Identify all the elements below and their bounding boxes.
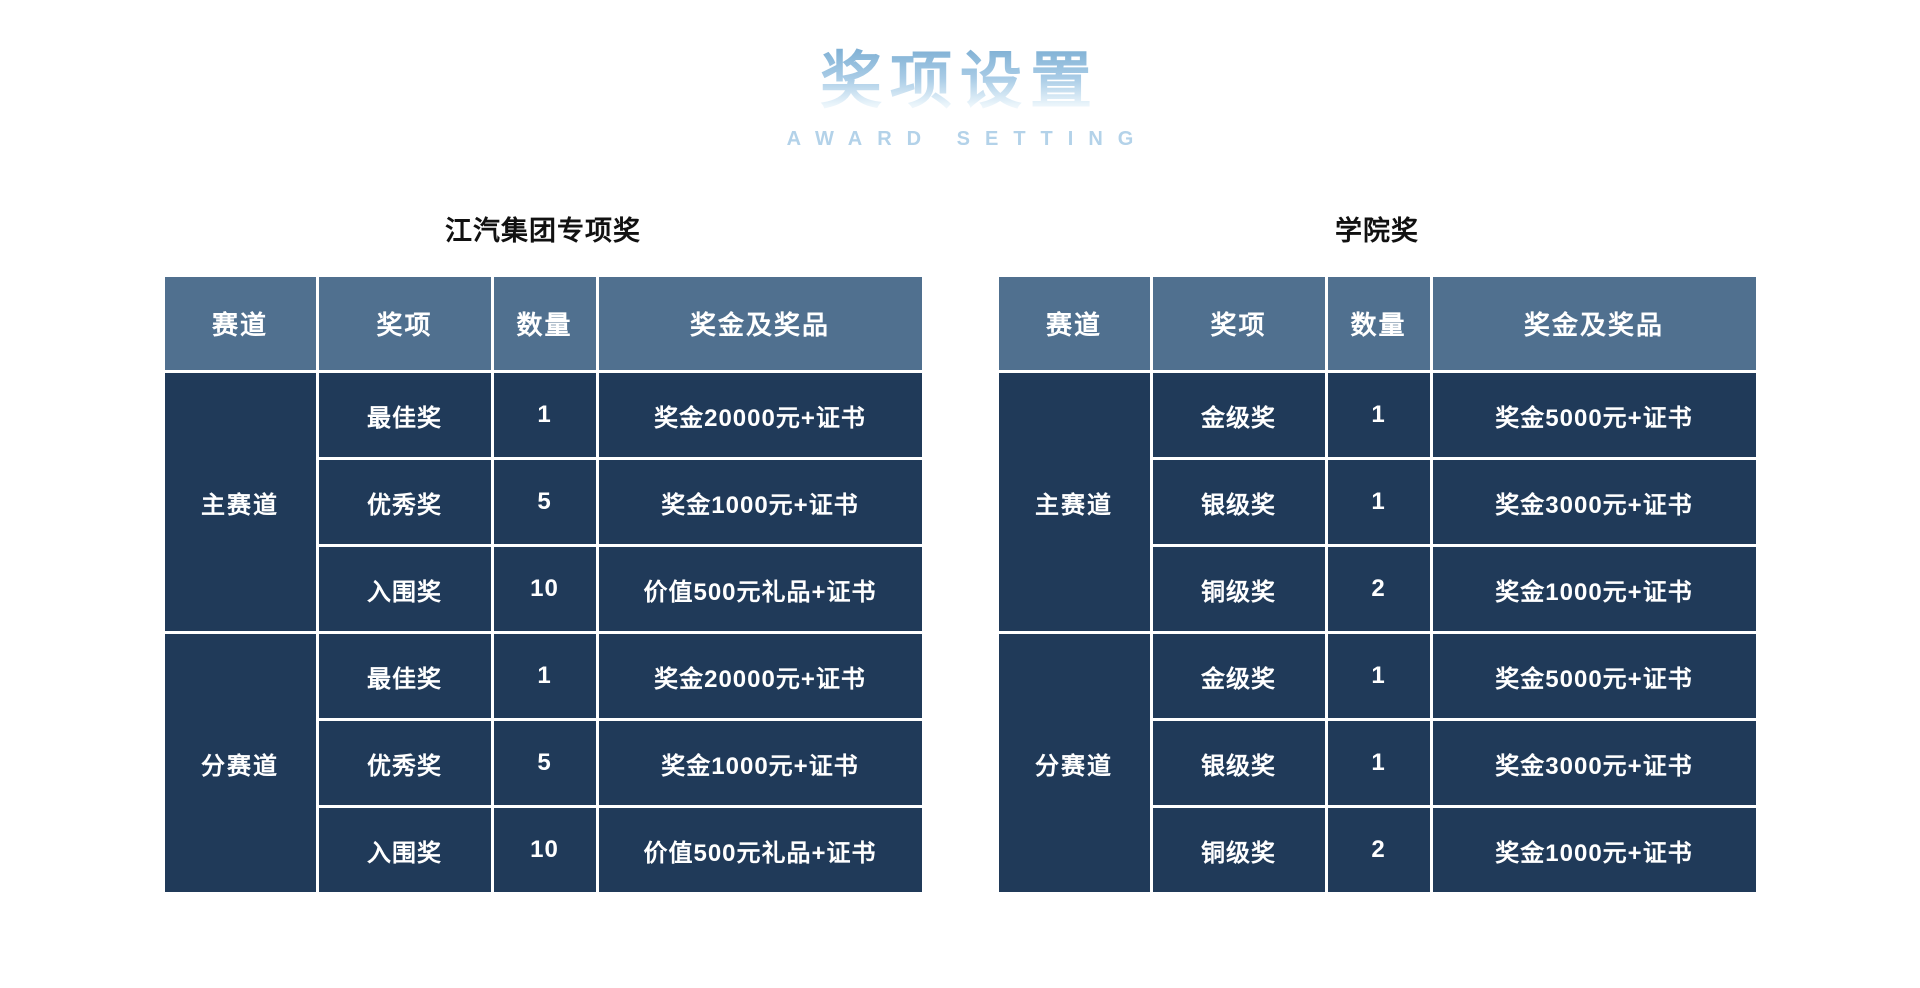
qty-cell: 5 <box>490 457 599 548</box>
track-cell: 分赛道 <box>995 631 1153 896</box>
track-cell: 主赛道 <box>161 370 319 635</box>
table-header: 赛道 奖项 数量 奖金及奖品 <box>161 274 925 374</box>
prize-cell: 价值500元礼品+证书 <box>595 805 925 896</box>
qty-cell: 2 <box>1324 544 1433 635</box>
qty-cell: 1 <box>1324 631 1433 722</box>
qty-cell: 1 <box>490 631 599 722</box>
header-cell-track: 赛道 <box>995 274 1153 374</box>
qty-cell: 1 <box>1324 718 1433 809</box>
table-row: 铜级奖 2 奖金1000元+证书 <box>997 805 1759 896</box>
header-cell-track: 赛道 <box>161 274 319 374</box>
track-cell: 主赛道 <box>995 370 1153 635</box>
prize-cell: 奖金20000元+证书 <box>595 631 925 722</box>
table-row: 入围奖 10 价值500元礼品+证书 <box>163 805 925 896</box>
academy-award-table: 赛道 奖项 数量 奖金及奖品 主赛道 金级奖 1 奖金5000元+证书 银级奖 <box>995 274 1759 896</box>
award-cell: 优秀奖 <box>315 718 494 809</box>
qty-cell: 10 <box>490 805 599 896</box>
table-title-special-award: 江汽集团专项奖 <box>445 216 641 247</box>
award-tables-row: 江汽集团专项奖 赛道 奖项 数量 奖金及奖品 <box>161 209 1759 896</box>
section-title-block: 奖项设置 AWARD SETTING <box>772 47 1149 151</box>
qty-cell: 10 <box>490 544 599 635</box>
table-body: 主赛道 金级奖 1 奖金5000元+证书 银级奖 1 奖金3000元+证书 铜级… <box>995 370 1759 896</box>
table-row: 铜级奖 2 奖金1000元+证书 <box>997 544 1759 635</box>
prize-cell: 奖金3000元+证书 <box>1429 718 1759 809</box>
header-cell-prize: 奖金及奖品 <box>595 274 925 374</box>
header-cell-qty: 数量 <box>490 274 599 374</box>
qty-cell: 1 <box>490 370 599 461</box>
prize-cell: 奖金3000元+证书 <box>1429 457 1759 548</box>
qty-cell: 1 <box>1324 370 1433 461</box>
prize-cell: 奖金5000元+证书 <box>1429 631 1759 722</box>
award-cell: 入围奖 <box>315 544 494 635</box>
qty-cell: 5 <box>490 718 599 809</box>
table-row: 主赛道 金级奖 1 奖金5000元+证书 <box>995 370 1759 635</box>
prize-cell: 奖金1000元+证书 <box>1429 805 1759 896</box>
award-cell: 银级奖 <box>1149 718 1328 809</box>
page-title-en: AWARD SETTING <box>786 128 1149 151</box>
academy-award-table-block: 学院奖 赛道 奖项 数量 奖金及奖品 <box>995 209 1759 896</box>
award-cell: 金级奖 <box>1149 370 1328 461</box>
table-row: 入围奖 10 价值500元礼品+证书 <box>163 544 925 635</box>
prize-cell: 奖金1000元+证书 <box>595 718 925 809</box>
qty-cell: 2 <box>1324 805 1433 896</box>
table-row: 银级奖 1 奖金3000元+证书 <box>997 457 1759 548</box>
award-cell: 银级奖 <box>1149 457 1328 548</box>
page-title-zh: 奖项设置 <box>819 47 1100 116</box>
header-cell-award: 奖项 <box>1149 274 1328 374</box>
award-cell: 铜级奖 <box>1149 805 1328 896</box>
prize-cell: 奖金5000元+证书 <box>1429 370 1759 461</box>
prize-cell: 奖金1000元+证书 <box>595 457 925 548</box>
prize-cell: 价值500元礼品+证书 <box>595 544 925 635</box>
special-award-table: 赛道 奖项 数量 奖金及奖品 主赛道 最佳奖 1 奖金20000元+证书 优秀奖 <box>161 274 925 896</box>
table-row: 优秀奖 5 奖金1000元+证书 <box>163 718 925 809</box>
table-row: 分赛道 最佳奖 1 奖金20000元+证书 <box>161 631 925 896</box>
table-body: 主赛道 最佳奖 1 奖金20000元+证书 优秀奖 5 奖金1000元+证书 入… <box>161 370 925 896</box>
table-title-academy-award: 学院奖 <box>1335 216 1419 247</box>
award-cell: 入围奖 <box>315 805 494 896</box>
prize-cell: 奖金20000元+证书 <box>595 370 925 461</box>
award-cell: 铜级奖 <box>1149 544 1328 635</box>
table-row: 银级奖 1 奖金3000元+证书 <box>997 718 1759 809</box>
special-award-table-block: 江汽集团专项奖 赛道 奖项 数量 奖金及奖品 <box>161 209 925 896</box>
header-row: 赛道 奖项 数量 奖金及奖品 <box>161 274 925 374</box>
award-cell: 最佳奖 <box>315 631 494 722</box>
track-cell: 分赛道 <box>161 631 319 896</box>
qty-cell: 1 <box>1324 457 1433 548</box>
award-cell: 金级奖 <box>1149 631 1328 722</box>
header-cell-prize: 奖金及奖品 <box>1429 274 1759 374</box>
table-header: 赛道 奖项 数量 奖金及奖品 <box>995 274 1759 374</box>
table-row: 分赛道 金级奖 1 奖金5000元+证书 <box>995 631 1759 896</box>
table-row: 主赛道 最佳奖 1 奖金20000元+证书 <box>161 370 925 635</box>
award-cell: 最佳奖 <box>315 370 494 461</box>
header-cell-award: 奖项 <box>315 274 494 374</box>
prize-cell: 奖金1000元+证书 <box>1429 544 1759 635</box>
header-row: 赛道 奖项 数量 奖金及奖品 <box>995 274 1759 374</box>
header-cell-qty: 数量 <box>1324 274 1433 374</box>
table-row: 优秀奖 5 奖金1000元+证书 <box>163 457 925 548</box>
award-cell: 优秀奖 <box>315 457 494 548</box>
